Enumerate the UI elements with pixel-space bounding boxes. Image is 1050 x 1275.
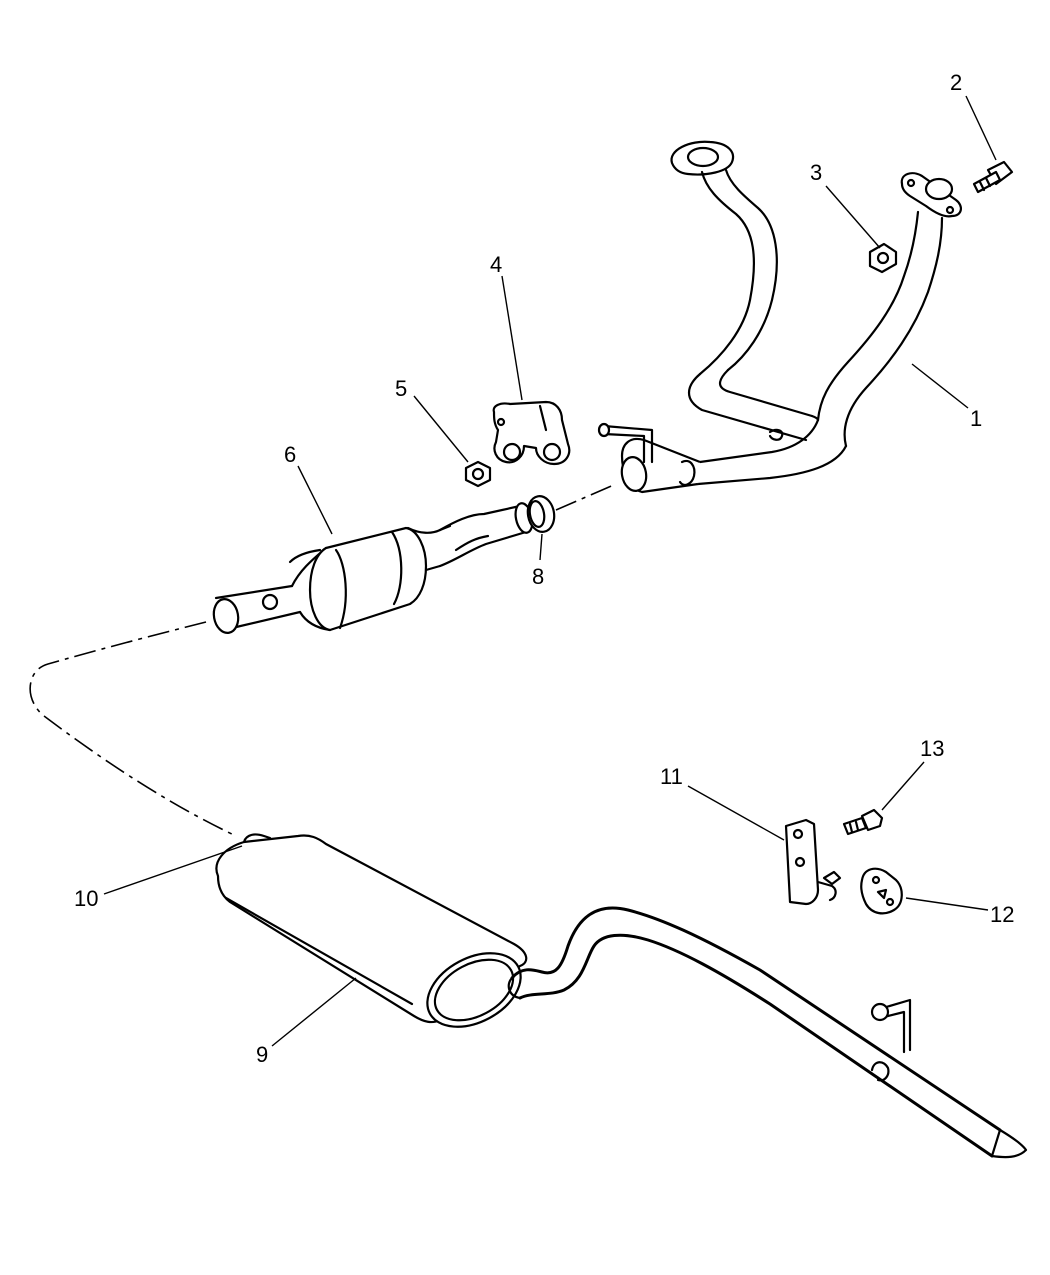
callout-4: 4 (490, 252, 502, 277)
leader-13 (881, 761, 925, 811)
leader-2 (965, 95, 997, 161)
catalytic-converter[interactable] (211, 502, 535, 635)
connection-line-1 (555, 483, 617, 511)
callout-12: 12 (990, 902, 1014, 927)
bracket-bolt[interactable] (842, 808, 884, 836)
muffler[interactable] (215, 834, 1028, 1159)
callout-10: 10 (74, 886, 98, 911)
callout-3: 3 (810, 160, 822, 185)
flange-bolt[interactable] (972, 160, 1014, 194)
exhaust-manifold-pipe[interactable] (597, 140, 962, 494)
sealing-ring[interactable] (525, 494, 557, 534)
connection-line-2 (29, 621, 237, 837)
callout-13: 13 (920, 736, 944, 761)
leader-6 (297, 465, 333, 535)
callout-5: 5 (395, 376, 407, 401)
mounting-bracket[interactable] (784, 818, 842, 906)
rubber-isolator[interactable] (860, 867, 903, 915)
callout-2: 2 (950, 70, 962, 95)
leader-8 (539, 533, 543, 561)
callout-8: 8 (532, 564, 544, 589)
leader-10 (103, 845, 243, 895)
leader-9 (271, 977, 357, 1047)
leader-1 (911, 363, 969, 409)
pipe-clamp[interactable] (492, 400, 571, 466)
clamp-nut[interactable] (464, 460, 492, 488)
leader-11 (687, 785, 785, 841)
callout-9: 9 (256, 1042, 268, 1067)
leader-4 (501, 275, 523, 401)
callout-1: 1 (970, 406, 982, 431)
leader-3 (825, 185, 881, 249)
flange-nut[interactable] (868, 242, 898, 274)
callout-11: 11 (660, 764, 683, 789)
leader-5 (413, 395, 469, 463)
callout-6: 6 (284, 442, 296, 467)
leader-12 (905, 897, 989, 911)
